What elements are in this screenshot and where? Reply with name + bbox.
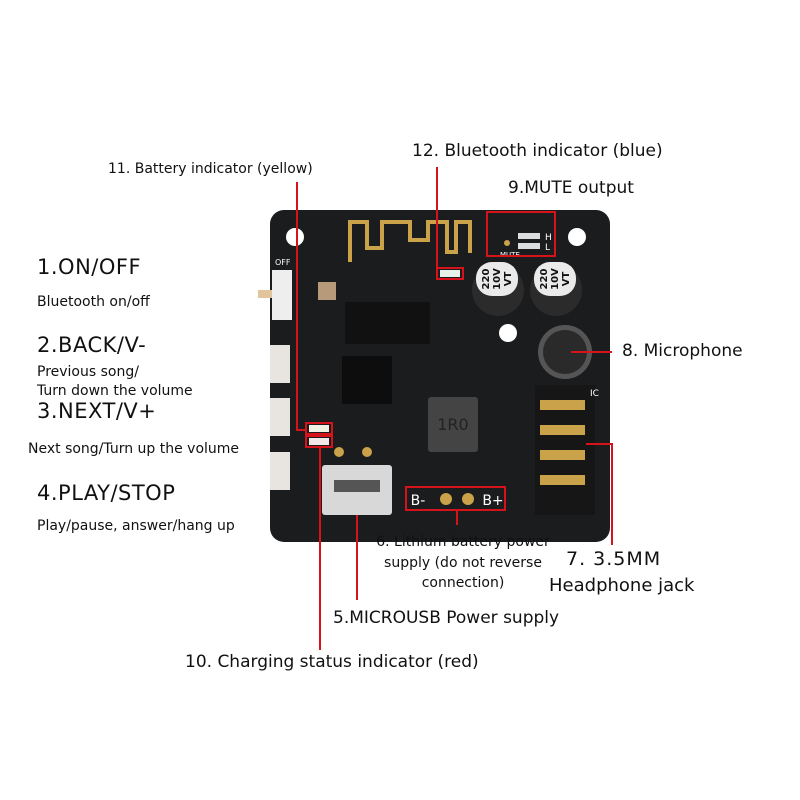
mounting-hole bbox=[499, 324, 517, 342]
mounting-hole bbox=[568, 228, 586, 246]
capacitor-markings: 220 10V VT 220 10V VT bbox=[481, 268, 572, 290]
amp-chip bbox=[342, 356, 392, 404]
cap-marking-value: 220 bbox=[481, 269, 492, 290]
label-microphone: 8. Microphone bbox=[622, 341, 743, 361]
button-title-next: 3.NEXT/V+ bbox=[37, 399, 157, 423]
button-desc-play: Play/pause, answer/hang up bbox=[37, 518, 235, 534]
jack-pins bbox=[540, 400, 585, 485]
label-bluetooth-indicator: 12. Bluetooth indicator (blue) bbox=[412, 141, 663, 161]
button-title-back: 2.BACK/V- bbox=[37, 333, 147, 357]
bluetooth-led bbox=[440, 270, 460, 277]
next-button bbox=[270, 398, 290, 436]
button-title-onoff: 1.ON/OFF bbox=[37, 255, 142, 279]
pad bbox=[334, 447, 344, 457]
label-charging-indicator: 10. Charging status indicator (red) bbox=[185, 652, 479, 672]
battery-pad-plus bbox=[462, 493, 474, 505]
pcb-board bbox=[270, 210, 610, 542]
button-desc-next: Next song/Turn up the volume bbox=[28, 441, 240, 457]
off-marking: OFF bbox=[275, 258, 291, 267]
label-lithium-battery-1: 6. Lithium battery power bbox=[376, 534, 550, 550]
label-lithium-battery-2: supply (do not reverse bbox=[384, 555, 542, 571]
microusb-opening bbox=[334, 480, 380, 492]
play-button bbox=[270, 452, 290, 490]
ic-marking: IC bbox=[590, 389, 599, 399]
inductor bbox=[428, 397, 478, 452]
label-microusb: 5.MICROUSB Power supply bbox=[333, 608, 560, 628]
pad bbox=[362, 447, 372, 457]
mute-pad bbox=[504, 240, 510, 246]
button-desc-back-1: Previous song/ bbox=[37, 364, 139, 380]
l-marking: L bbox=[545, 243, 550, 253]
button-title-play: 4.PLAY/STOP bbox=[37, 481, 176, 505]
cap-marking-voltage: 10V bbox=[550, 268, 561, 290]
cap-marking-series: VT bbox=[503, 272, 514, 287]
cap-marking-value: 220 bbox=[539, 269, 550, 290]
cap-marking-series: VT bbox=[561, 272, 572, 287]
inductor-label: 1R0 bbox=[437, 415, 468, 434]
onoff-switch bbox=[272, 270, 292, 320]
label-lithium-battery-3: connection) bbox=[421, 575, 505, 591]
switch-knob bbox=[258, 290, 272, 298]
label-headphone-jack-1: 7. 3.5MM bbox=[566, 548, 662, 570]
main-chip bbox=[345, 302, 430, 344]
antenna-trace bbox=[348, 220, 472, 262]
cap-marking-voltage: 10V bbox=[492, 268, 503, 290]
capacitor-top bbox=[534, 262, 576, 296]
battery-pad-minus bbox=[440, 493, 452, 505]
mute-jumper-h bbox=[518, 233, 540, 239]
crystal bbox=[318, 282, 336, 300]
mute-jumper-l bbox=[518, 243, 540, 249]
mounting-hole bbox=[286, 228, 304, 246]
label-mute-output: 9.MUTE output bbox=[508, 178, 634, 198]
battery-led bbox=[309, 425, 329, 432]
capacitor-top bbox=[476, 262, 518, 296]
button-desc-back-2: Turn down the volume bbox=[37, 383, 193, 399]
microphone-mesh bbox=[543, 330, 587, 374]
b-minus-label: B- bbox=[411, 493, 426, 509]
charging-led bbox=[309, 438, 329, 445]
h-marking: H bbox=[545, 233, 552, 243]
button-desc-onoff: Bluetooth on/off bbox=[37, 294, 150, 310]
back-button bbox=[270, 345, 290, 383]
label-battery-indicator: 11. Battery indicator (yellow) bbox=[108, 161, 313, 177]
label-headphone-jack-2: Headphone jack bbox=[549, 575, 695, 596]
annotation-lines bbox=[296, 167, 613, 650]
b-plus-label: B+ bbox=[482, 493, 503, 509]
